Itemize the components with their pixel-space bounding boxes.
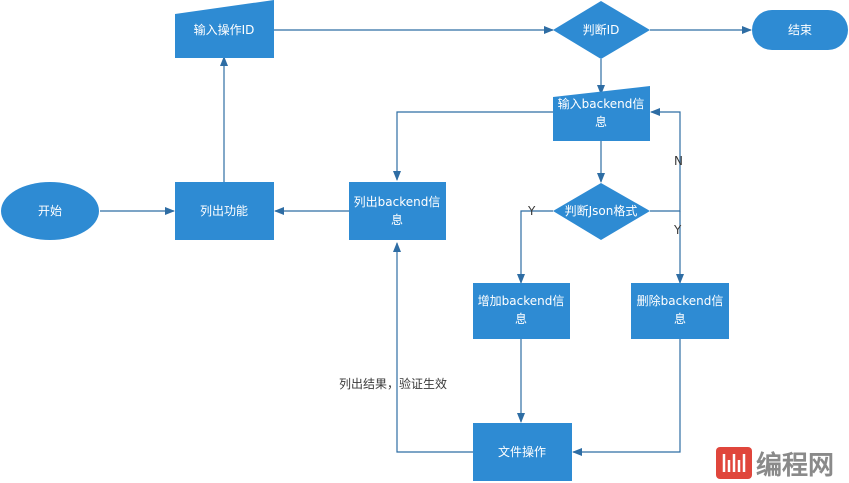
edge-label-verify: 列出结果，验证生效 [339, 376, 447, 391]
delete-backend-node [631, 283, 729, 339]
judge-json-label: 判断Json格式 [565, 203, 638, 218]
edge-judge-json-to-add [517, 210, 553, 284]
input-id-node [175, 0, 274, 58]
list-backend-node [349, 182, 446, 240]
edge-file-to-list-backend [393, 242, 473, 453]
input-backend-label-line2: 息 [595, 114, 607, 129]
end-label: 结束 [788, 23, 812, 37]
watermark-text: 编程网 [756, 450, 834, 481]
start-node [1, 182, 99, 240]
file-operation-label: 文件操作 [498, 444, 546, 459]
judge-json-node [553, 183, 650, 240]
judge-id-label: 判断ID [583, 22, 620, 37]
delete-backend-label-line2: 息 [674, 311, 686, 326]
watermark-logo: 编程网 [716, 447, 834, 481]
judge-id-node [553, 1, 650, 59]
delete-backend-label-line1: 删除backend信 [637, 293, 724, 308]
list-functions-node [175, 182, 274, 240]
edge-label-no: N [674, 154, 683, 168]
watermark-badge-glyph [722, 454, 746, 472]
add-backend-node [473, 283, 570, 339]
add-backend-label-line2: 息 [515, 311, 527, 326]
edge-judge-json-no-loop [650, 108, 681, 212]
edge-label-yes-right: Y [673, 223, 682, 237]
add-backend-label-line1: 增加backend信 [478, 294, 565, 308]
edge-delete-to-file [572, 339, 681, 456]
start-label: 开始 [38, 204, 62, 218]
list-backend-label-line1: 列出backend信 [354, 195, 441, 209]
end-node [752, 10, 848, 50]
input-id-label: 输入操作ID [194, 22, 255, 37]
edge-label-yes-left: Y [527, 204, 536, 218]
file-operation-node [473, 423, 572, 481]
input-backend-label-line1: 输入backend信 [558, 96, 645, 111]
list-functions-label: 列出功能 [200, 204, 248, 218]
input-backend-node [553, 86, 650, 141]
edge-input-backend-to-list-backend [393, 111, 553, 181]
list-backend-label-line2: 息 [391, 212, 403, 227]
